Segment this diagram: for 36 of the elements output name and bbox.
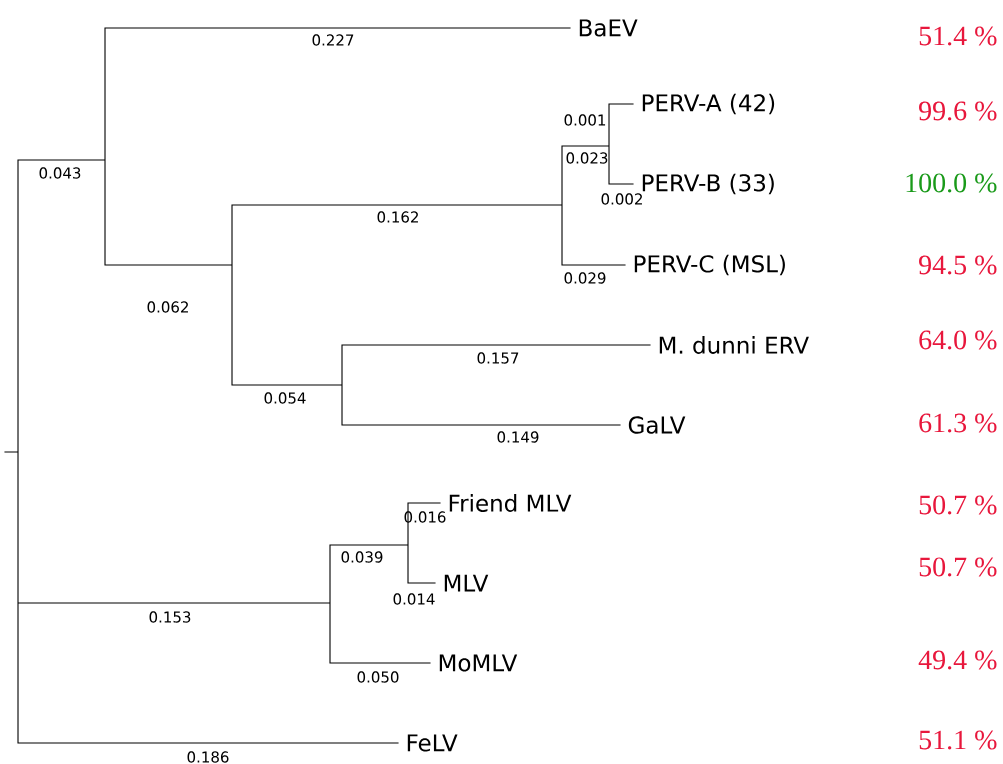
- similarity-percentage: 100.0 %: [906, 173, 997, 193]
- branch-length: 0.054: [264, 392, 306, 404]
- leaf-label: PERV-A (42): [642, 93, 775, 115]
- branch-length: 0.157: [477, 352, 519, 364]
- branch-length: 0.162: [377, 211, 418, 223]
- branch-length: 0.043: [39, 167, 81, 179]
- leaf-label: BaEV: [579, 19, 638, 37]
- branch-length: 0.227: [312, 34, 354, 46]
- branch-length: 0.029: [564, 272, 606, 284]
- leaf-label: FeLV: [407, 734, 458, 752]
- branch-length: 0.023: [566, 152, 608, 164]
- branch-length: 0.153: [149, 611, 191, 623]
- similarity-percentage: 94.5 %: [919, 255, 997, 275]
- similarity-percentage: 50.7 %: [919, 557, 997, 577]
- similarity-percentage: 51.4 %: [919, 26, 997, 46]
- branch-length: 0.014: [393, 593, 435, 605]
- branch-length: 0.039: [341, 551, 383, 563]
- branch-length: 0.062: [147, 301, 188, 313]
- branch-length: 0.186: [187, 751, 229, 763]
- branch-length: 0.050: [357, 671, 399, 683]
- similarity-percentage: 50.7 %: [919, 495, 997, 515]
- leaf-label: M. dunni ERV: [659, 336, 809, 354]
- similarity-percentage: 99.6 %: [919, 101, 997, 121]
- leaf-label: GaLV: [628, 416, 686, 434]
- similarity-percentage: 51.1 %: [919, 730, 997, 750]
- leaf-label: MoMLV: [439, 654, 518, 672]
- similarity-percentage: 49.4 %: [918, 650, 997, 670]
- leaf-label: MLV: [444, 574, 489, 592]
- leaf-label: PERV-B (33): [642, 173, 774, 195]
- similarity-percentage: 64.0 %: [919, 330, 997, 350]
- similarity-percentage: 61.3 %: [919, 413, 997, 433]
- branch-length: 0.002: [601, 193, 642, 205]
- leaf-label: Friend MLV: [449, 494, 572, 512]
- branch-length: 0.149: [497, 431, 539, 443]
- branch-length: 0.001: [564, 114, 606, 126]
- leaf-label: PERV-C (MSL): [634, 254, 785, 276]
